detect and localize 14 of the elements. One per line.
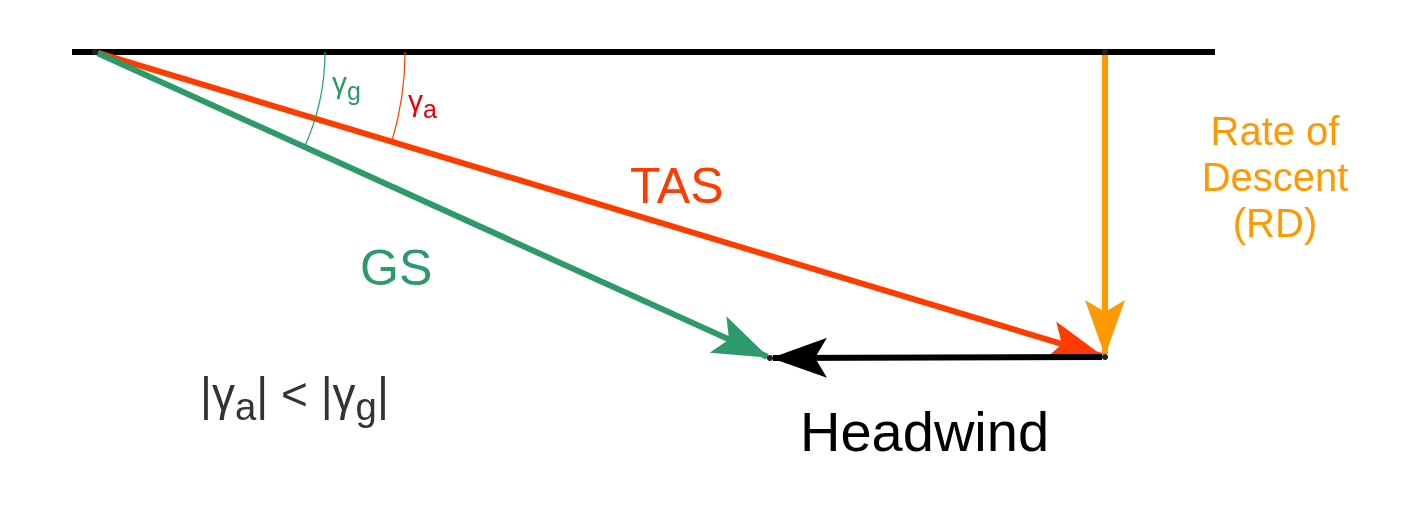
arrow xyxy=(96,50,770,360)
edge-label: Rate of Descent (RD) xyxy=(1200,108,1350,246)
vertex-point xyxy=(92,49,98,55)
edge-label: TAS xyxy=(630,158,724,216)
inequality-formula: |γ$_{a}$| < |γ$_{g}$| xyxy=(200,368,389,430)
angle-label: γ$_{a}$ xyxy=(408,84,437,124)
vertex-point xyxy=(1102,49,1108,55)
vertex-point xyxy=(1102,354,1108,360)
arrow xyxy=(771,337,1102,378)
edge-label: Headwind xyxy=(800,400,1050,465)
edge-label: GS xyxy=(360,240,433,298)
angle-label: γ$_{g}$ xyxy=(332,66,361,106)
arrow xyxy=(1085,55,1125,356)
vertex-point xyxy=(767,355,773,361)
